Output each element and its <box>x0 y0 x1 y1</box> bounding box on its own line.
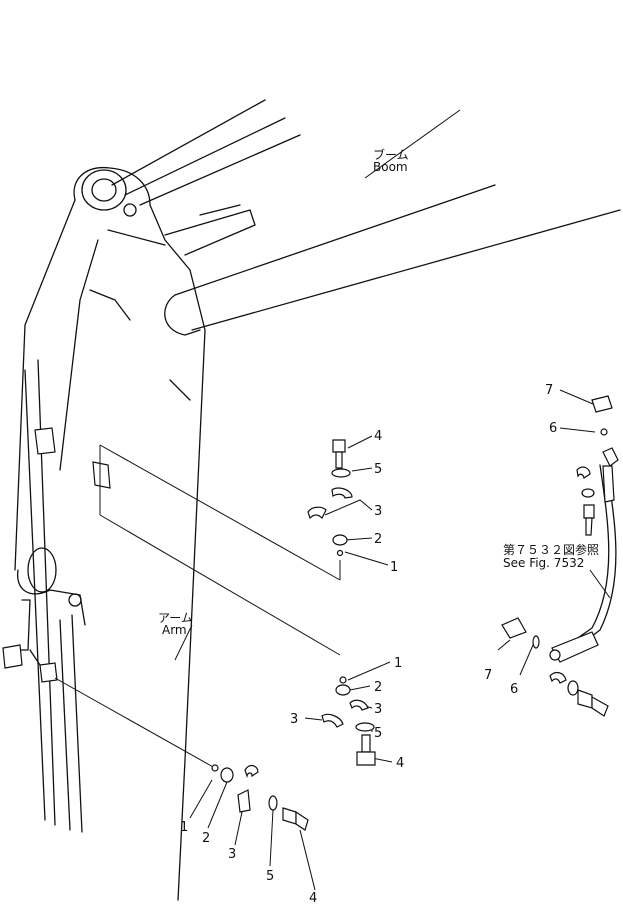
boom-label-jp: ブーム <box>373 147 409 162</box>
bolt-icon <box>577 689 609 717</box>
lower-hardware-group <box>211 764 309 831</box>
cap-icon <box>501 617 527 639</box>
plug-icon <box>220 767 234 783</box>
callout-number: 5 <box>374 462 382 477</box>
callout-number: 4 <box>374 429 382 444</box>
middle-hardware-group <box>321 676 376 766</box>
o-ring-icon <box>600 428 608 436</box>
clamp-icon <box>349 699 369 711</box>
clamp-icon <box>321 713 344 728</box>
annotation-labels: ブーム Boom アーム Arm 第７５３２図参照 See Fig. 7532 <box>158 147 599 637</box>
hose-fitting-icon <box>602 447 619 503</box>
callout-number: 5 <box>374 726 382 741</box>
o-ring-icon <box>336 549 344 557</box>
upper-hardware-group <box>307 439 353 557</box>
callout-number: 4 <box>396 756 404 771</box>
reference-label-en: See Fig. 7532 <box>503 556 584 570</box>
plug-icon <box>335 684 351 696</box>
callout-number: 3 <box>228 847 236 862</box>
washer-icon <box>331 468 351 478</box>
callout-numbers: 4 5 3 2 1 1 2 3 3 5 4 1 2 3 5 4 7 6 7 6 <box>180 383 557 904</box>
cap-icon <box>591 395 613 413</box>
clamp-icon <box>549 671 567 684</box>
callout-number: 1 <box>394 656 402 671</box>
callout-number: 2 <box>374 680 382 695</box>
callout-number: 1 <box>390 560 398 575</box>
bolt-icon <box>332 439 346 469</box>
bolt-icon <box>356 734 376 766</box>
reference-label-jp: 第７５３２図参照 <box>503 542 599 557</box>
plug-icon <box>332 534 348 546</box>
callout-number: 6 <box>549 421 557 436</box>
clamp-icon <box>307 506 327 520</box>
washer-icon <box>268 795 278 811</box>
callout-number: 7 <box>484 668 492 683</box>
right-hose-group <box>501 395 619 717</box>
clamp-icon <box>244 764 259 779</box>
clamp-icon <box>576 466 591 479</box>
bolt-icon <box>282 807 309 831</box>
arm-label-en: Arm <box>162 623 187 637</box>
callout-number: 3 <box>374 702 382 717</box>
callout-number: 2 <box>202 831 210 846</box>
callout-number: 4 <box>309 891 317 904</box>
hose-fitting-icon <box>549 631 599 663</box>
leader-lines <box>54 109 617 891</box>
boom-drawing <box>73 99 621 336</box>
washer-icon <box>581 488 595 498</box>
washer-icon <box>567 680 579 696</box>
callout-number: 5 <box>266 869 274 884</box>
o-ring-icon <box>532 635 540 649</box>
clamp-icon <box>331 487 353 499</box>
o-ring-icon <box>211 764 219 772</box>
arm-label-jp: アーム <box>158 611 193 625</box>
o-ring-icon <box>339 676 347 684</box>
clamp-icon <box>237 789 251 813</box>
callout-number: 1 <box>180 820 188 835</box>
callout-number: 6 <box>510 682 518 697</box>
callout-number: 3 <box>290 712 298 727</box>
arm-drawing <box>2 199 206 901</box>
boom-label-en: Boom <box>373 160 408 174</box>
callout-number: 2 <box>374 532 382 547</box>
callout-number: 3 <box>374 504 382 519</box>
callout-number: 7 <box>545 383 553 398</box>
bolt-icon <box>583 504 595 536</box>
washer-icon <box>355 722 375 732</box>
